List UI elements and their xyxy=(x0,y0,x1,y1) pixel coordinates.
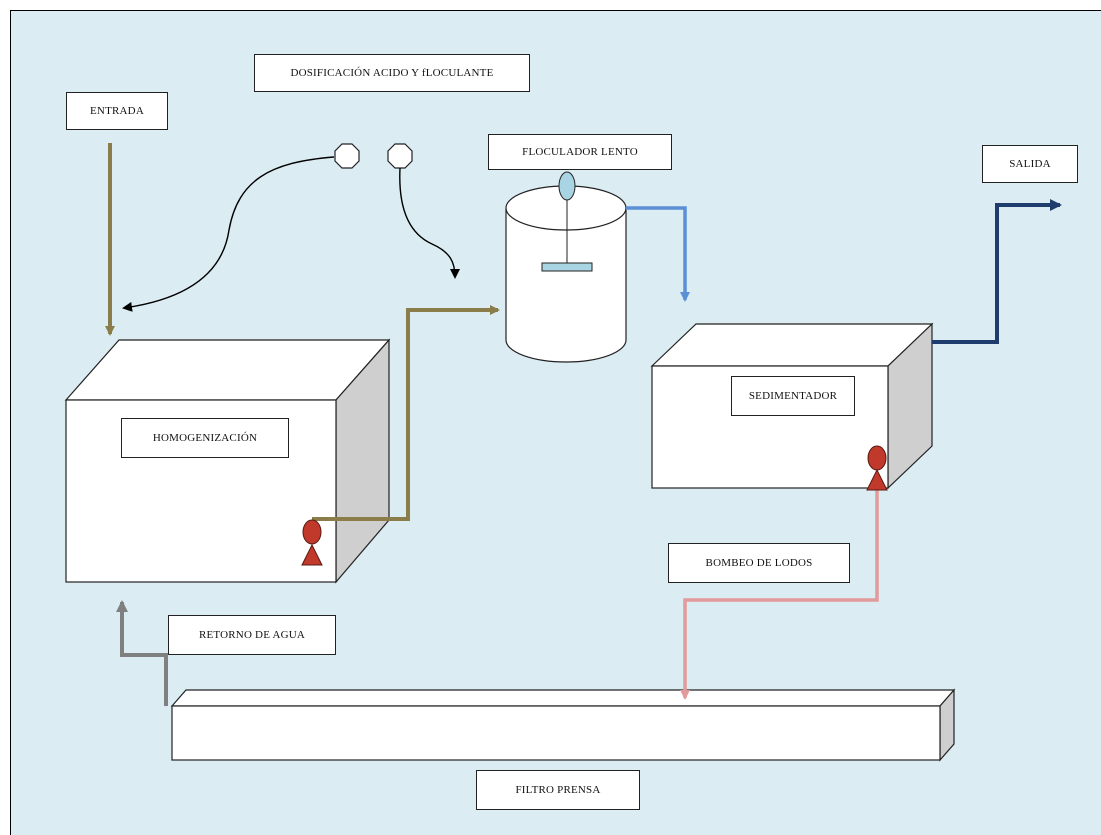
homogenization-tank xyxy=(64,338,391,584)
agitator-motor-icon xyxy=(558,171,576,201)
floculador-cylinder xyxy=(505,171,627,363)
sedimentador-tank xyxy=(650,322,934,490)
feed-to-floculador-line xyxy=(312,305,500,521)
homogenization-pump-icon xyxy=(301,519,323,566)
dosificacion-label: DOSIFICACIÓN ACIDO Y fLOCULANTE xyxy=(254,54,530,92)
floculador-label: FLOCULADOR LENTO xyxy=(488,134,672,170)
sludge-pumping-line xyxy=(680,488,879,700)
dosing-pump-flocculant-icon xyxy=(387,143,413,169)
filtro-prensa-unit xyxy=(170,688,956,762)
bombeo-label: BOMBEO DE LODOS xyxy=(668,543,850,583)
filtro-label: FILTRO PRENSA xyxy=(476,770,640,810)
acid-dosing-line xyxy=(122,156,335,312)
homogenizacion-label: HOMOGENIZACIÓN xyxy=(121,418,289,458)
entrada-label: ENTRADA xyxy=(66,92,168,130)
water-return-line xyxy=(116,600,168,706)
salida-label: SALIDA xyxy=(982,145,1078,183)
sludge-pump-icon xyxy=(866,445,888,491)
retorno-label: RETORNO DE AGUA xyxy=(168,615,336,655)
floculador-to-sedimentador-line xyxy=(626,206,690,302)
flocculant-dosing-line xyxy=(399,167,460,279)
sedimentador-label: SEDIMENTADOR xyxy=(731,376,855,416)
salida-flow-line xyxy=(932,199,1062,344)
dosing-pump-acid-icon xyxy=(334,143,360,169)
